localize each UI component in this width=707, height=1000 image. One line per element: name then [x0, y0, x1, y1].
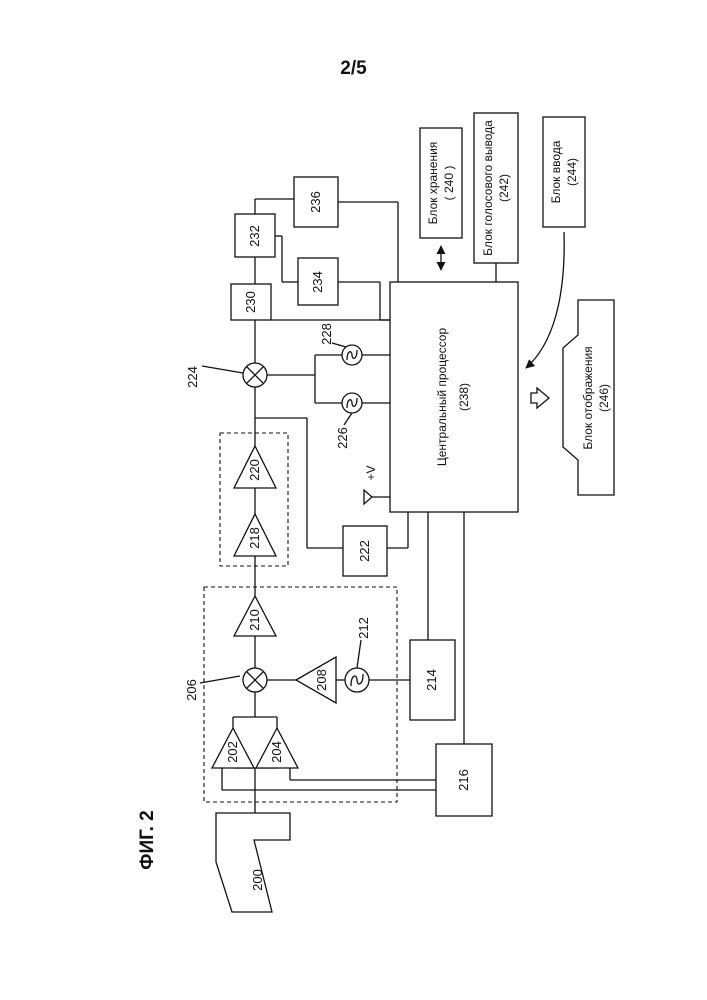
group-206-ref: 206	[184, 679, 199, 701]
antenna-ref: 200	[250, 869, 265, 891]
mixer-224-ref: 224	[185, 366, 200, 388]
block-236-label: 236	[308, 191, 323, 213]
voice-output-ref: (242)	[497, 174, 511, 202]
cpu-block-238	[390, 282, 518, 512]
block-232-label: 232	[247, 225, 262, 247]
amp-208-label: 208	[314, 669, 329, 691]
osc-228-ref: 228	[319, 323, 334, 345]
mixer-224	[243, 363, 267, 387]
amp-210: 210	[234, 596, 276, 636]
storage-ref: ( 240 )	[442, 166, 456, 201]
display-title: Блок отображения	[581, 346, 595, 449]
oscillator-212	[345, 668, 369, 692]
figure-caption: ФИГ. 2	[137, 810, 158, 869]
antenna-200: 200	[216, 813, 290, 912]
mixer-206	[243, 668, 267, 692]
amp-210-label: 210	[247, 609, 262, 631]
amp-208: 208	[296, 657, 336, 703]
block-216-label: 216	[456, 769, 471, 791]
amp-218-label: 218	[247, 527, 262, 549]
osc-212-ref: 212	[356, 617, 371, 639]
amp-204: 204	[256, 728, 298, 768]
amp-218: 218	[234, 514, 276, 556]
cpu-ref: (238)	[457, 383, 471, 411]
block-222-label: 222	[357, 540, 372, 562]
amp-202-label: 202	[225, 741, 240, 763]
cpu-title: Центральный процессор	[435, 328, 449, 467]
block-234-label: 234	[310, 271, 325, 293]
display-ref: (246)	[597, 384, 611, 412]
input-title: Блок ввода	[549, 140, 563, 203]
amp-220-label: 220	[247, 459, 262, 481]
block-230-label: 230	[243, 291, 258, 313]
input-arrow	[526, 232, 564, 368]
osc-226-ref: 226	[335, 427, 350, 449]
oscillator-226	[342, 393, 362, 413]
display-arrow	[531, 388, 549, 408]
amp-204-label: 204	[269, 741, 284, 763]
storage-title: Блок хранения	[426, 142, 440, 225]
supply-label: +V	[364, 465, 378, 480]
voice-output-title: Блок голосового вывода	[481, 120, 495, 256]
block-214-label: 214	[424, 669, 439, 691]
amp-202: 202	[212, 728, 254, 768]
oscillator-228	[342, 345, 362, 365]
input-ref: (244)	[565, 158, 579, 186]
amp-220: 220	[234, 446, 276, 488]
